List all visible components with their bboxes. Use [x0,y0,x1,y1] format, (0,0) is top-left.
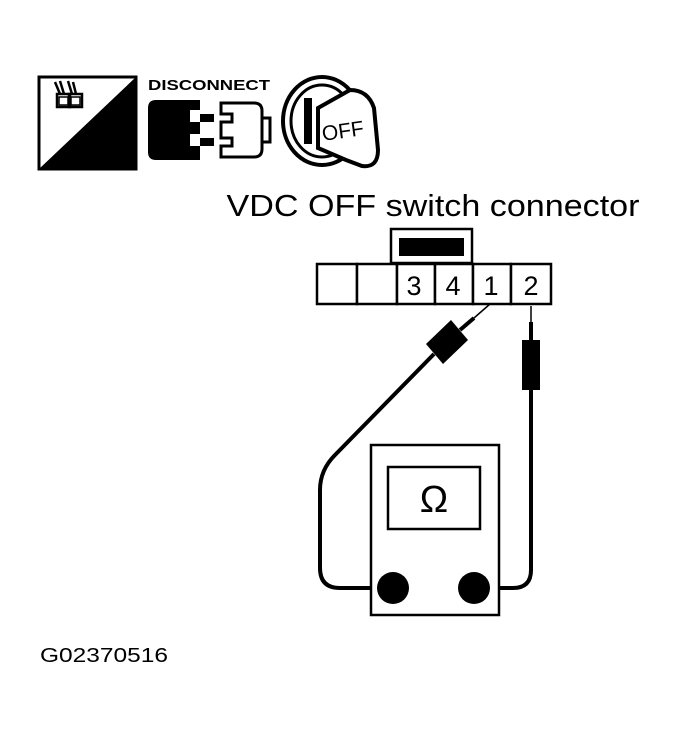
ignition-key-icon: OFF [281,75,381,169]
connector-cavity [355,262,399,306]
ohm-symbol: Ω [420,479,448,521]
connector-cavity [315,262,359,306]
disconnect-connector-icon: DISCONNECT [148,77,272,160]
pin-label: 3 [406,271,421,301]
pin-label: 4 [445,271,460,301]
ts-label: T.S. [82,142,125,170]
connector-terminal [433,262,475,306]
connector-terminal [509,262,553,306]
meter-jack-left [377,572,409,604]
disconnect-label: DISCONNECT [148,77,270,94]
meter-jack-right [458,572,490,604]
ohmmeter-icon: Ω [369,443,501,617]
pin-label: 1 [483,271,498,301]
probe-lead-left [318,303,491,590]
harness-test-icon: T.S. [37,75,138,171]
connector [315,227,553,306]
figure-code: G02370516 [40,645,168,667]
probe-lead-right [474,306,540,590]
connector-terminal [395,262,437,306]
pin-label: 2 [523,271,538,301]
connector-title: VDC OFF switch connector [227,188,640,223]
meter-display [386,465,482,531]
